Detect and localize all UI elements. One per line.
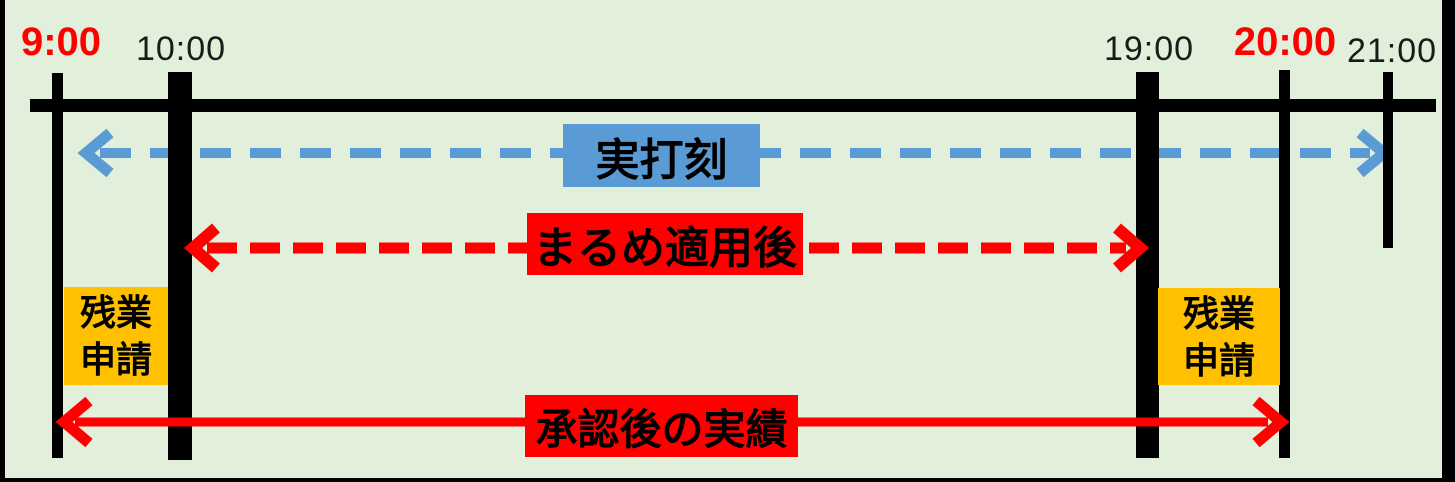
tick-bar-0900 bbox=[52, 73, 63, 458]
approved-actual-label: 承認後の実績 bbox=[525, 395, 798, 457]
overtime-request-right-line1: 残業 bbox=[1182, 292, 1255, 334]
after-rounding-arrowhead-right bbox=[1113, 223, 1150, 273]
overtime-request-right-line2: 申請 bbox=[1182, 339, 1255, 381]
time-label-2000: 20:00 bbox=[1233, 20, 1337, 64]
actual-punch-label: 実打刻 bbox=[563, 124, 760, 187]
overtime-request-left-line2: 申請 bbox=[79, 339, 152, 380]
tick-bar-1900 bbox=[1136, 72, 1159, 458]
frame-left-edge bbox=[0, 0, 5, 482]
frame-bottom-edge bbox=[0, 478, 1455, 482]
after-rounding-label: まるめ適用後 bbox=[527, 213, 803, 275]
time-label-1000: 10:00 bbox=[135, 30, 227, 68]
tick-bar-2100 bbox=[1383, 72, 1393, 248]
approved-actual-arrowhead-left bbox=[55, 396, 93, 448]
time-axis bbox=[30, 99, 1436, 112]
tick-bar-2000 bbox=[1279, 70, 1290, 458]
after-rounding-arrowhead-left bbox=[183, 223, 220, 273]
overtime-request-left-line1: 残業 bbox=[79, 292, 152, 333]
frame-right-edge bbox=[1442, 0, 1455, 482]
overtime-request-box-right: 残業 申請 bbox=[1158, 288, 1280, 385]
time-label-1900: 19:00 bbox=[1103, 30, 1195, 68]
overtime-request-box-left: 残業 申請 bbox=[64, 287, 168, 385]
time-label-2100: 21:00 bbox=[1346, 32, 1438, 70]
tick-bar-1000 bbox=[168, 72, 192, 460]
time-label-0900: 9:00 bbox=[20, 20, 102, 64]
actual-punch-arrowhead-left bbox=[77, 128, 114, 178]
approved-actual-arrowhead-right bbox=[1252, 396, 1290, 448]
